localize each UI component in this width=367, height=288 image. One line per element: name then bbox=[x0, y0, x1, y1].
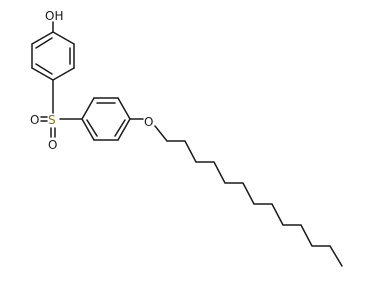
sulfonyl-oxygen-left: O bbox=[30, 113, 39, 127]
phenol-ring bbox=[31, 31, 75, 81]
sulfur-label: S bbox=[48, 113, 56, 127]
dodecyl-chain bbox=[154, 125, 343, 267]
sulfonyl-oxygen-bottom: O bbox=[48, 138, 57, 152]
hydroxyl-label: OH bbox=[45, 9, 63, 23]
sulfonyl-oxygen-bonds bbox=[40, 116, 56, 138]
ether-oxygen-label: O bbox=[144, 115, 153, 129]
aryl-ether-ring bbox=[81, 97, 131, 141]
